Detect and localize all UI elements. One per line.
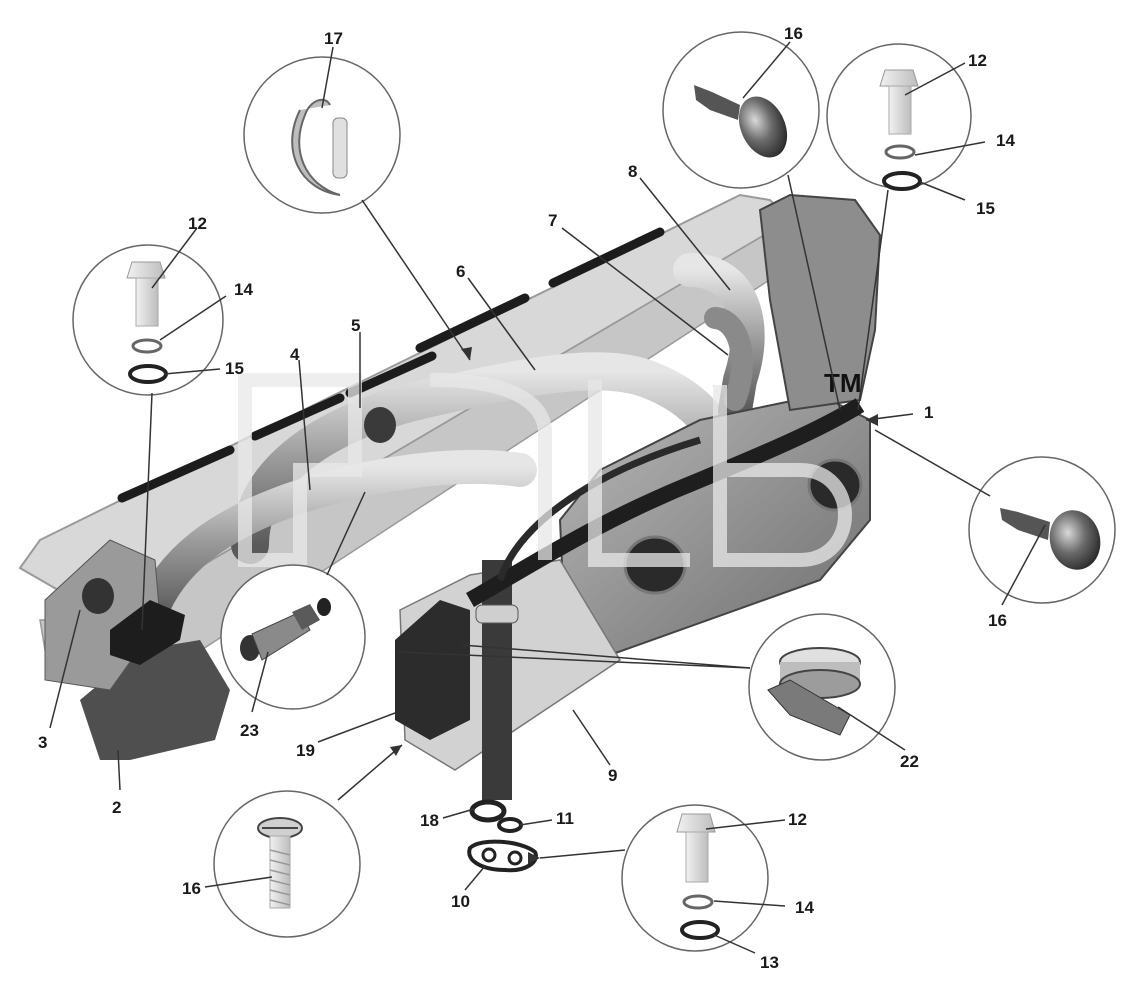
callout-22: 22: [900, 752, 919, 771]
pipe-end: [364, 407, 396, 443]
rail-clips: [117, 227, 665, 503]
callout-16-bottom: 16: [182, 879, 201, 898]
detail-circle-12-left: [72, 244, 224, 396]
detail-circle-22: [748, 613, 896, 761]
clamp-tie: [332, 117, 348, 179]
callout-15-top: 15: [976, 199, 995, 218]
watermark: [238, 372, 852, 567]
washer-18: [469, 799, 507, 823]
callout-16-top: 16: [784, 24, 803, 43]
callout-14-bottom: 14: [795, 898, 814, 917]
wiring-harness-2: [496, 436, 702, 582]
callout-18: 18: [420, 811, 439, 830]
detail-circle-12-top: [826, 43, 972, 191]
detail-circle-12-bottom: [621, 804, 769, 952]
control-unit-19: [395, 600, 470, 740]
callout-16-right: 16: [988, 611, 1007, 630]
callout-14-left: 14: [234, 280, 253, 299]
callout-1: 1: [924, 403, 933, 422]
bolt-head: [879, 69, 919, 87]
wiring-harness: [466, 398, 865, 607]
callout-6: 6: [456, 262, 465, 281]
detail-circle-17: [243, 56, 401, 214]
hose-clamp-band: [291, 98, 341, 196]
drain-tube-clamp: [475, 604, 519, 624]
callout-labels: 1 2 3 4 5 6 7 8 9 10 11 12 12 12 13 14 1…: [38, 24, 1015, 972]
bolt-shank: [135, 277, 159, 327]
callout-8: 8: [628, 162, 637, 181]
gasket-10: [467, 839, 538, 873]
callout-17: 17: [324, 29, 343, 48]
detail-circle-16-top: [662, 31, 820, 189]
detail-circle-16-bottom: [213, 790, 361, 938]
heater-assembly: [18, 193, 882, 800]
callout-11: 11: [556, 809, 574, 828]
heater-box-top: [758, 193, 882, 412]
flat-washer: [882, 171, 922, 191]
lock-washer: [884, 144, 916, 160]
callout-14-top: 14: [996, 131, 1015, 150]
leader-lines: [49, 41, 1046, 954]
detail-circle-23: [220, 564, 366, 710]
sensor-body: [251, 611, 311, 661]
screw-threads: [269, 849, 291, 906]
push-rivet-head: [738, 96, 788, 158]
elbow-pipe-8b: [704, 307, 753, 411]
callout-12-top: 12: [968, 51, 987, 70]
push-rivet-shank: [1000, 508, 1050, 540]
lock-washer: [682, 894, 714, 910]
push-rivet-shank: [694, 85, 740, 120]
hose-pipe-lower: [133, 449, 537, 632]
hose-pipe-long: [231, 352, 749, 564]
leader-arrowheads: [390, 347, 878, 864]
callout-7: 7: [548, 211, 557, 230]
callout-12-left: 12: [188, 214, 207, 233]
bolt-shank: [685, 831, 709, 883]
bolt-shank: [888, 85, 912, 135]
flat-washer: [128, 364, 168, 384]
flat-washer: [680, 920, 720, 940]
drain-tube: [482, 560, 512, 800]
push-rivet-head: [1049, 510, 1101, 570]
callout-12-bottom: 12: [788, 810, 807, 829]
callout-2: 2: [112, 798, 121, 817]
callout-15-left: 15: [225, 359, 244, 378]
bracket-clip: [110, 600, 185, 665]
bracket-hole: [82, 578, 114, 614]
bolt-head: [676, 813, 716, 833]
callout-19: 19: [296, 741, 315, 760]
sensor-nut: [292, 604, 320, 630]
clamp-screw-housing: [767, 679, 851, 736]
bolt-head: [126, 261, 166, 279]
callout-23: 23: [240, 721, 259, 740]
lock-washer: [131, 338, 163, 354]
watermark-tm: TM: [824, 368, 862, 398]
sensor-terminal: [317, 598, 331, 616]
callout-3: 3: [38, 733, 47, 752]
callout-9: 9: [608, 766, 617, 785]
washer-11: [497, 817, 523, 833]
callout-10: 10: [451, 892, 470, 911]
callout-4: 4: [290, 345, 300, 364]
callout-13: 13: [760, 953, 779, 972]
callout-5: 5: [351, 316, 360, 335]
